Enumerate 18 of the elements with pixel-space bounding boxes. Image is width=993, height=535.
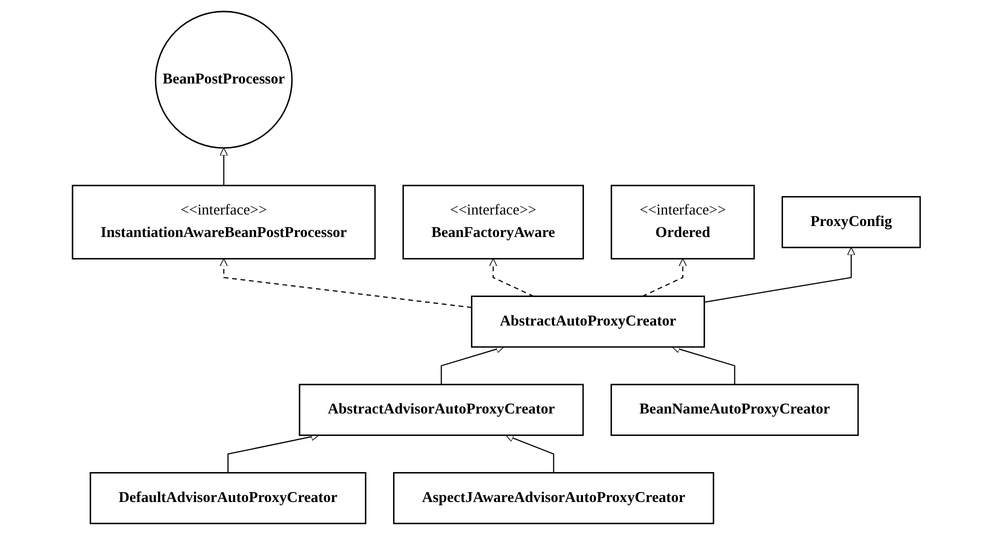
- arrow: [506, 434, 554, 473]
- arrow: [672, 345, 736, 385]
- node-box: DefaultAdvisorAutoProxyCreator: [90, 472, 366, 524]
- node-box: AbstractAdvisorAutoProxyCreator: [299, 384, 584, 436]
- node-box: AbstractAutoProxyCreator: [471, 296, 706, 348]
- node-box: AspectJAwareAdvisorAutoProxyCreator: [393, 472, 714, 524]
- node-box: BeanNameAutoProxyCreator: [610, 384, 859, 436]
- node-box: <<interface>> BeanFactoryAware: [402, 184, 584, 260]
- arrow: [642, 258, 688, 297]
- node-box: <<interface>> InstantiationAwareBeanPostProcessor: [72, 184, 376, 260]
- arrow: [704, 247, 856, 303]
- node-box: <<interface>> Ordered: [610, 184, 756, 260]
- arrow: [220, 148, 228, 186]
- node-box: ProxyConfig: [782, 196, 921, 248]
- arrow: [440, 345, 504, 385]
- arrow: [489, 258, 534, 297]
- node-circle: BeanPostProcessor: [155, 10, 293, 149]
- arrow: [220, 258, 472, 308]
